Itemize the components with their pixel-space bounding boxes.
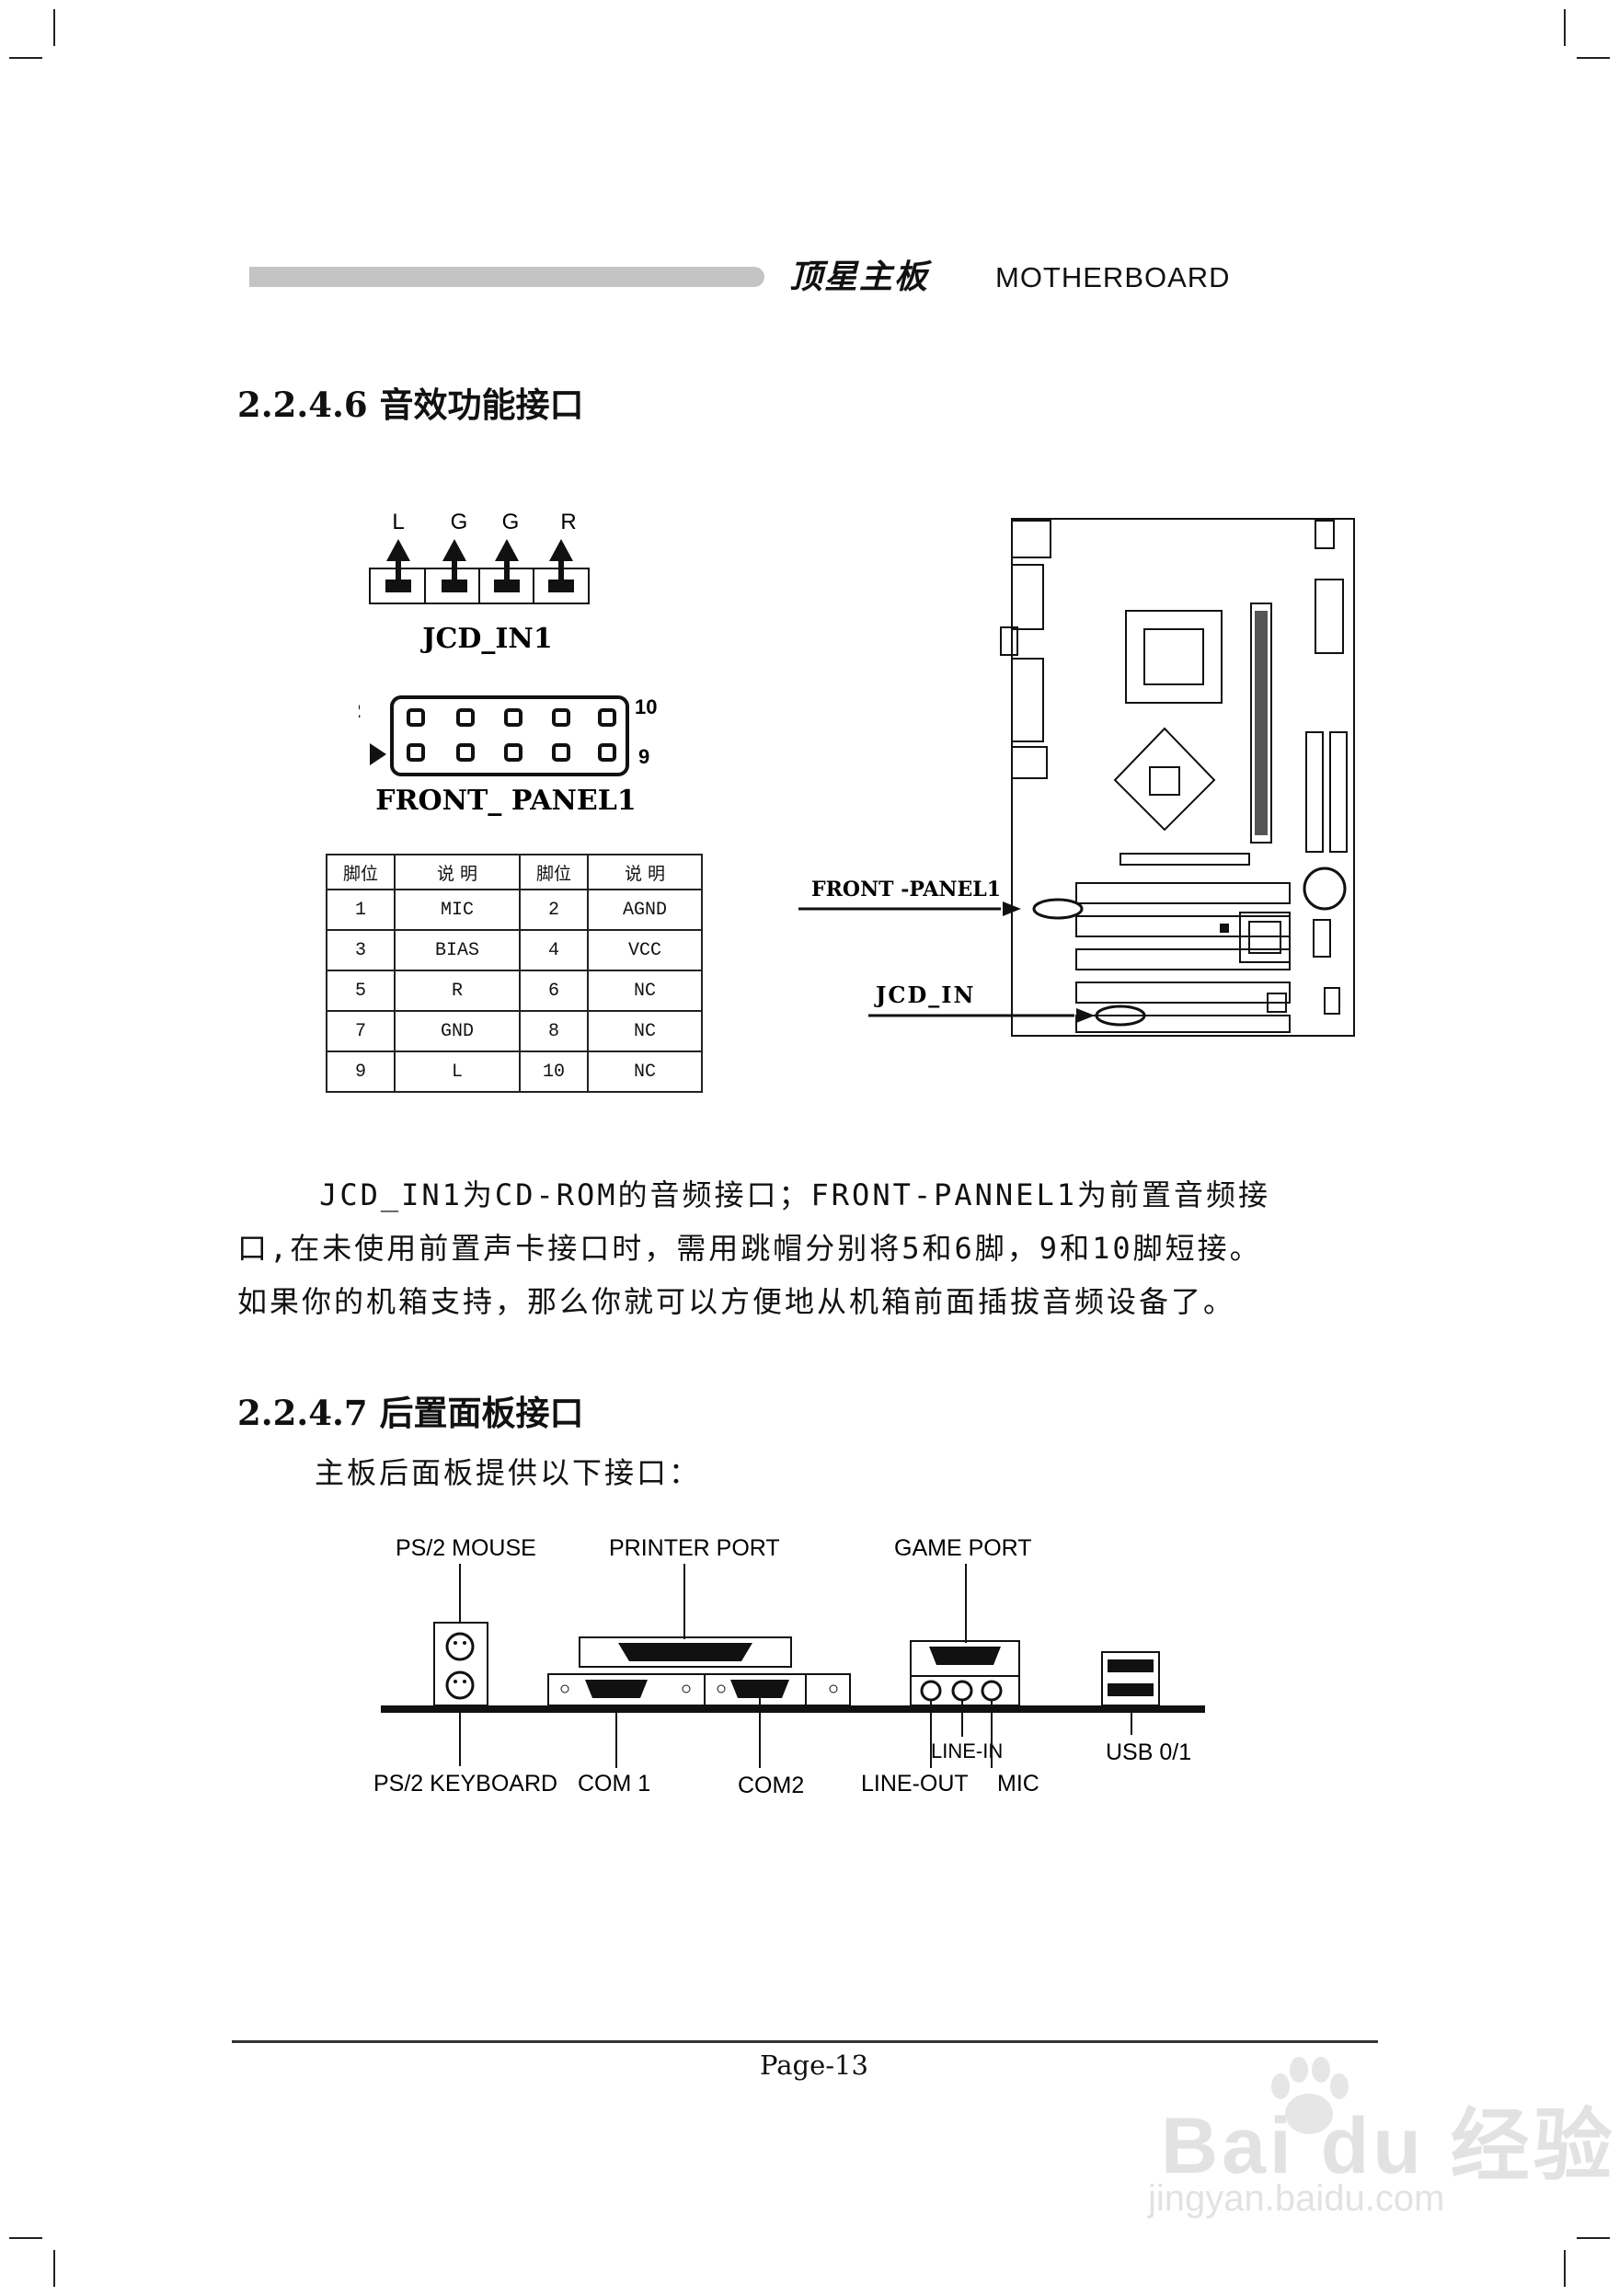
fp-pin-9: 9: [638, 745, 649, 768]
label-game-port: GAME PORT: [894, 1535, 1032, 1561]
watermark-logo-text: Bai du 经验: [1161, 2102, 1616, 2190]
table-header: 脚位: [326, 854, 396, 890]
table-cell: AGND: [587, 889, 703, 931]
table-cell: VCC: [587, 929, 703, 971]
jcd-label: JCD_IN1: [419, 623, 552, 655]
pin-table: 脚位 说 明 脚位 说 明 1 MIC 2 AGND 3 BIAS 4 VCC …: [326, 854, 703, 1093]
label-com2: COM2: [738, 1773, 804, 1798]
label-ps2-keyboard: PS/2 KEYBOARD: [373, 1771, 557, 1797]
table-cell: 9: [326, 1050, 396, 1093]
section-title-audio: 2.2.4.6 音效功能接口: [237, 385, 584, 425]
crop-mark: [1577, 57, 1610, 59]
table-row: 3 BIAS 4 VCC: [326, 929, 703, 971]
audio-paragraph: JCD_IN1为CD-ROM的音频接口；FRONT-PANNEL1为前置音频接 …: [237, 1168, 1396, 1328]
table-header: 说 明: [587, 854, 703, 890]
table-header: 说 明: [394, 854, 521, 890]
footer-rule: [232, 2040, 1378, 2043]
page-number: Page-13: [760, 2049, 868, 2081]
paw-watermark-icon: [1271, 2057, 1349, 2134]
callout-front-panel: FRONT -PANEL1: [811, 878, 1001, 901]
table-row: 5 R 6 NC: [326, 970, 703, 1012]
table-cell: BIAS: [394, 929, 521, 971]
table-cell: GND: [394, 1010, 521, 1052]
section-title-rear: 2.2.4.7 后置面板接口: [237, 1393, 584, 1433]
table-cell: R: [394, 970, 521, 1012]
crop-mark: [9, 57, 42, 59]
table-cell: 5: [326, 970, 396, 1012]
table-cell: 4: [519, 929, 589, 971]
rear-intro: 主板后面板提供以下接口：: [315, 1455, 702, 1490]
table-cell: 2: [519, 889, 589, 931]
jcd-pin-label: R: [560, 510, 576, 534]
table-cell: MIC: [394, 889, 521, 931]
paragraph-line: 口,在未使用前置声卡接口时，需用跳帽分别将5和6脚，9和10脚短接。: [237, 1231, 1262, 1266]
label-usb: USB 0/1: [1106, 1739, 1191, 1765]
callout-jcd-in: JCD_IN: [874, 982, 975, 1008]
paragraph-line: 如果你的机箱支持，那么你就可以方便地从机箱前面插拔音频设备了。: [237, 1284, 1236, 1319]
table-cell: NC: [587, 1050, 703, 1093]
table-header: 脚位: [519, 854, 589, 890]
crop-mark: [53, 9, 55, 46]
crop-mark: [1577, 2237, 1610, 2239]
jcd-fp-diagram: L G G R JCD_IN1 2 1 10 9 FRONT_ PANEL1: [359, 510, 657, 817]
crop-mark: [53, 2250, 55, 2287]
table-cell: 3: [326, 929, 396, 971]
table-row: 7 GND 8 NC: [326, 1010, 703, 1052]
table-row: 1 MIC 2 AGND: [326, 889, 703, 931]
label-mic: MIC: [997, 1771, 1039, 1797]
brand-chinese: 顶星主板: [789, 258, 930, 296]
table-cell: 6: [519, 970, 589, 1012]
table-cell: NC: [587, 970, 703, 1012]
table-cell: 10: [519, 1050, 589, 1093]
table-cell: 7: [326, 1010, 396, 1052]
brand-english: MOTHERBOARD: [995, 261, 1231, 293]
motherboard-diagram: FRONT -PANEL1 JCD_IN: [798, 518, 1355, 1037]
table-cell: NC: [587, 1010, 703, 1052]
label-line-out: LINE-OUT: [861, 1771, 969, 1797]
jcd-pin-label: G: [502, 510, 520, 534]
header-bar: [249, 267, 764, 287]
label-com1: COM 1: [578, 1771, 650, 1797]
fp-pin-2: 2: [359, 699, 361, 722]
paragraph-line: JCD_IN1为CD-ROM的音频接口；FRONT-PANNEL1为前置音频接: [237, 1177, 1270, 1212]
crop-mark: [1564, 9, 1566, 46]
table-cell: L: [394, 1050, 521, 1093]
crop-mark: [1564, 2250, 1566, 2287]
jcd-pin-label: L: [392, 510, 404, 534]
jcd-pin-label: G: [451, 510, 468, 534]
watermark-url: jingyan.baidu.com: [1148, 2178, 1445, 2219]
table-cell: 1: [326, 889, 396, 931]
label-ps2-mouse: PS/2 MOUSE: [396, 1535, 536, 1561]
fp-label: FRONT_ PANEL1: [375, 785, 636, 817]
table-row: 9 L 10 NC: [326, 1050, 703, 1093]
fp-pin-10: 10: [635, 695, 657, 718]
rear-panel-diagram: PS/2 MOUSE PRINTER PORT GAME PORT PS/2 K…: [373, 1535, 1205, 1798]
label-printer-port: PRINTER PORT: [609, 1535, 780, 1561]
table-cell: 8: [519, 1010, 589, 1052]
crop-mark: [9, 2237, 42, 2239]
